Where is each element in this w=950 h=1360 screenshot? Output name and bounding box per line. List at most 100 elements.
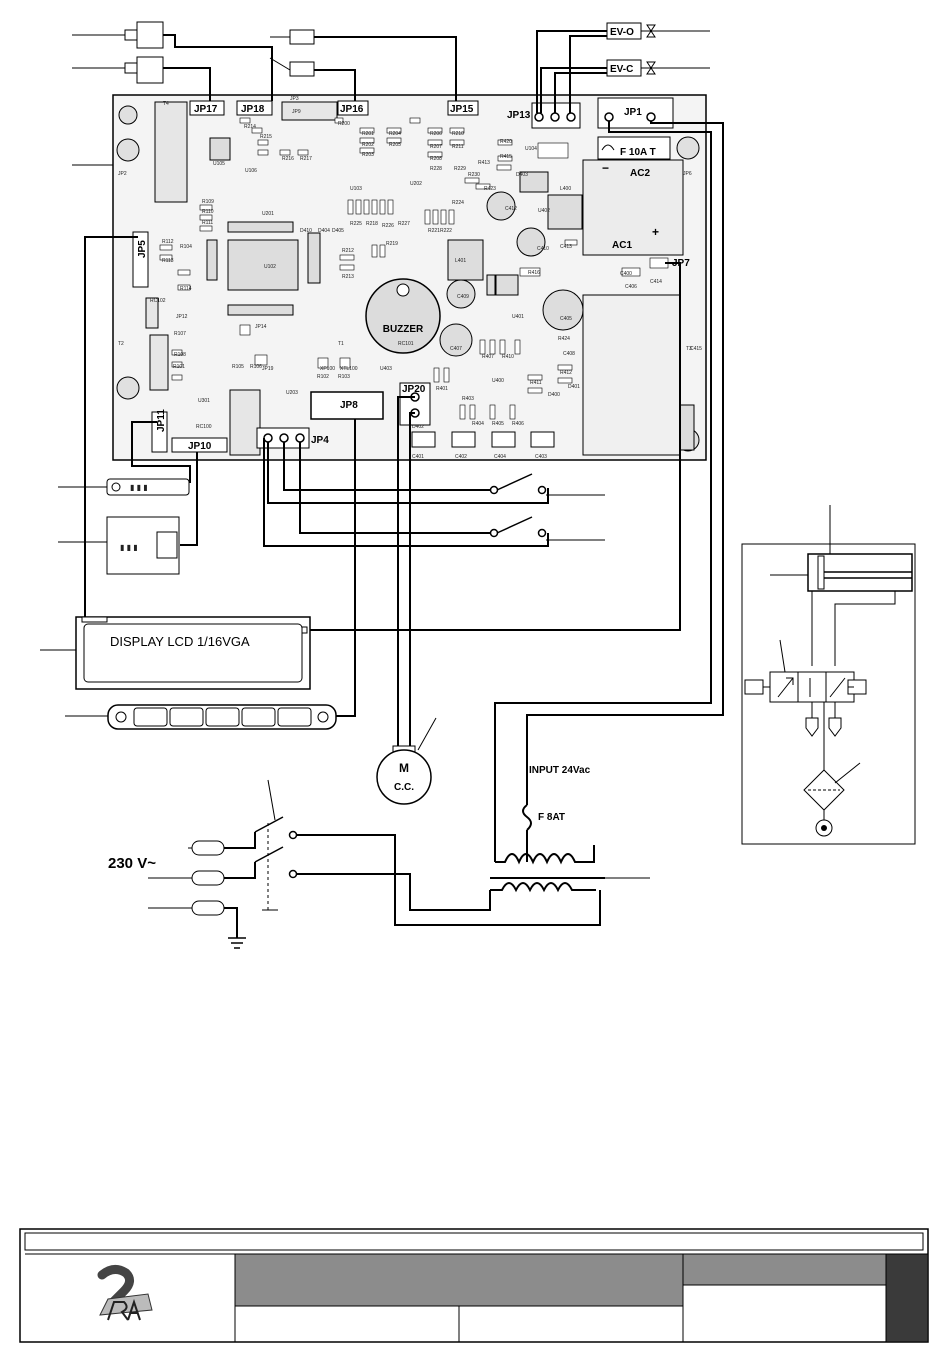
svg-text:▮ ▮ ▮: ▮ ▮ ▮ (120, 543, 138, 552)
svg-text:R420: R420 (500, 139, 512, 145)
svg-text:D405: D405 (332, 228, 344, 234)
svg-text:R230: R230 (468, 172, 480, 178)
input-24vac-label: INPUT 24Vac (529, 765, 591, 776)
svg-text:+: + (652, 225, 659, 239)
svg-text:U102: U102 (264, 264, 276, 270)
svg-text:R214: R214 (244, 124, 256, 130)
jp13-label: JP13 (507, 110, 531, 121)
pneumatic-diagram (741, 505, 916, 845)
svg-text:C406: C406 (625, 284, 637, 290)
svg-text:U106: U106 (245, 168, 257, 174)
svg-text:JP9: JP9 (292, 109, 301, 115)
mains-input: 230 V~ (108, 779, 298, 949)
svg-text:R200: R200 (338, 121, 350, 127)
svg-text:R228: R228 (430, 166, 442, 172)
svg-text:R401: R401 (436, 386, 448, 392)
ac2-label: AC2 (630, 168, 650, 179)
ac1-label: AC1 (612, 240, 632, 251)
solenoid-valves: EV-O EV-C (606, 22, 710, 77)
svg-text:T3: T3 (686, 346, 692, 352)
svg-text:U400: U400 (492, 378, 504, 384)
svg-text:R204: R204 (389, 131, 401, 137)
svg-text:RC102: RC102 (150, 298, 166, 304)
jp11-label: JP11 (156, 409, 167, 432)
svg-text:R423: R423 (484, 186, 496, 192)
svg-text:C412: C412 (505, 206, 517, 212)
svg-text:R415: R415 (500, 154, 512, 160)
svg-text:T2: T2 (118, 341, 124, 347)
company-logo (97, 1265, 153, 1321)
svg-text:R211: R211 (452, 144, 464, 150)
keypad-5keys (65, 704, 337, 730)
svg-text:C408: C408 (563, 351, 575, 357)
svg-text:R102: R102 (317, 374, 329, 380)
svg-text:R413: R413 (478, 160, 490, 166)
jp16-label: JP16 (340, 104, 364, 115)
jp5-label: JP5 (137, 240, 148, 258)
svg-text:C401: C401 (412, 454, 424, 460)
svg-text:R111: R111 (202, 220, 213, 226)
svg-text:JP12: JP12 (176, 314, 188, 320)
svg-text:D404: D404 (318, 228, 330, 234)
svg-text:RC101: RC101 (398, 341, 414, 347)
svg-text:JP6: JP6 (683, 171, 692, 177)
wiring (84, 30, 724, 938)
svg-text:R106: R106 (250, 364, 262, 370)
svg-text:U201: U201 (262, 211, 274, 217)
svg-text:C402: C402 (455, 454, 467, 460)
svg-text:U104: U104 (525, 146, 537, 152)
svg-text:C400: C400 (620, 271, 632, 277)
fuse-f8at-label: F 8AT (538, 812, 565, 823)
svg-text:JP3: JP3 (290, 96, 299, 102)
svg-text:U402: U402 (538, 208, 550, 214)
svg-text:R218: R218 (366, 221, 378, 227)
svg-text:XTL100: XTL100 (340, 366, 358, 372)
svg-text:R225: R225 (350, 221, 362, 227)
smd-components (159, 117, 669, 420)
jp1-label: JP1 (624, 107, 642, 118)
svg-text:R207: R207 (430, 144, 442, 150)
title-block (19, 1228, 929, 1343)
jp8-label: JP8 (340, 400, 358, 411)
valve-ev-o-label: EV-O (610, 27, 634, 38)
jp17-label: JP17 (194, 104, 218, 115)
svg-text:R410: R410 (502, 354, 514, 360)
svg-text:C404: C404 (494, 454, 506, 460)
top-sensors (72, 21, 315, 84)
svg-text:R112: R112 (162, 239, 174, 245)
jp7-label: JP7 (672, 258, 690, 269)
svg-text:R205: R205 (389, 142, 401, 148)
svg-text:XP100: XP100 (320, 366, 335, 372)
svg-text:−: − (602, 161, 609, 175)
svg-text:R210: R210 (452, 131, 464, 137)
svg-text:R107: R107 (174, 331, 186, 337)
svg-text:JP14: JP14 (255, 324, 267, 330)
svg-text:T1: T1 (338, 341, 344, 347)
svg-text:U401: U401 (512, 314, 524, 320)
svg-text:R405: R405 (492, 421, 504, 427)
dc-motor: M C.C. (376, 717, 437, 805)
svg-text:T4: T4 (163, 101, 169, 107)
svg-text:R108: R108 (174, 352, 186, 358)
svg-text:R222: R222 (440, 228, 452, 234)
lcd-display: DISPLAY LCD 1/16VGA (40, 616, 311, 690)
svg-text:R224: R224 (452, 200, 464, 206)
svg-text:R406: R406 (512, 421, 524, 427)
svg-text:R404: R404 (472, 421, 484, 427)
jp4-label: JP4 (311, 435, 329, 446)
svg-text:L401: L401 (455, 258, 466, 264)
jp20-label: JP20 (402, 384, 426, 395)
svg-text:U301: U301 (198, 398, 210, 404)
svg-text:U103: U103 (350, 186, 362, 192)
valve-ev-c-label: EV-C (610, 64, 633, 75)
svg-text:C407: C407 (450, 346, 462, 352)
svg-text:D403: D403 (516, 172, 528, 178)
keypad-small: ▮ ▮ ▮ ▮ ▮ ▮ (58, 478, 190, 575)
svg-text:R227: R227 (398, 221, 410, 227)
limit-switches (489, 473, 605, 541)
svg-text:C413: C413 (560, 244, 572, 250)
jp18-label: JP18 (241, 104, 265, 115)
svg-text:R226: R226 (382, 223, 394, 229)
motor-letter: M (399, 761, 409, 775)
svg-text:U202: U202 (410, 181, 422, 187)
